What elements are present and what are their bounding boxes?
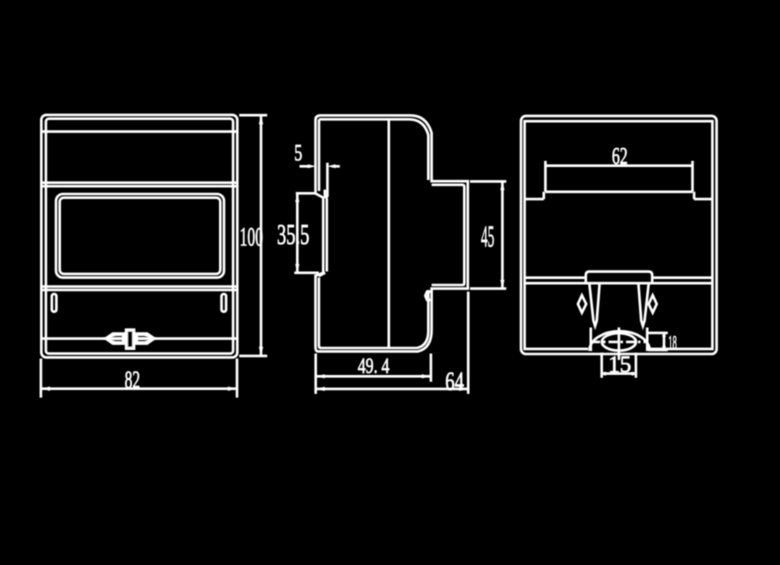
svg-text:64: 64: [445, 367, 464, 396]
svg-text:18: 18: [668, 332, 677, 354]
svg-text:82: 82: [125, 366, 140, 394]
svg-text:5: 5: [294, 141, 302, 166]
svg-text:45: 45: [481, 221, 494, 255]
svg-text:35.5: 35.5: [277, 220, 309, 251]
svg-text:49. 4: 49. 4: [358, 355, 390, 379]
svg-text:62: 62: [612, 144, 628, 170]
svg-text:15: 15: [608, 352, 631, 377]
svg-text:100: 100: [240, 222, 263, 251]
